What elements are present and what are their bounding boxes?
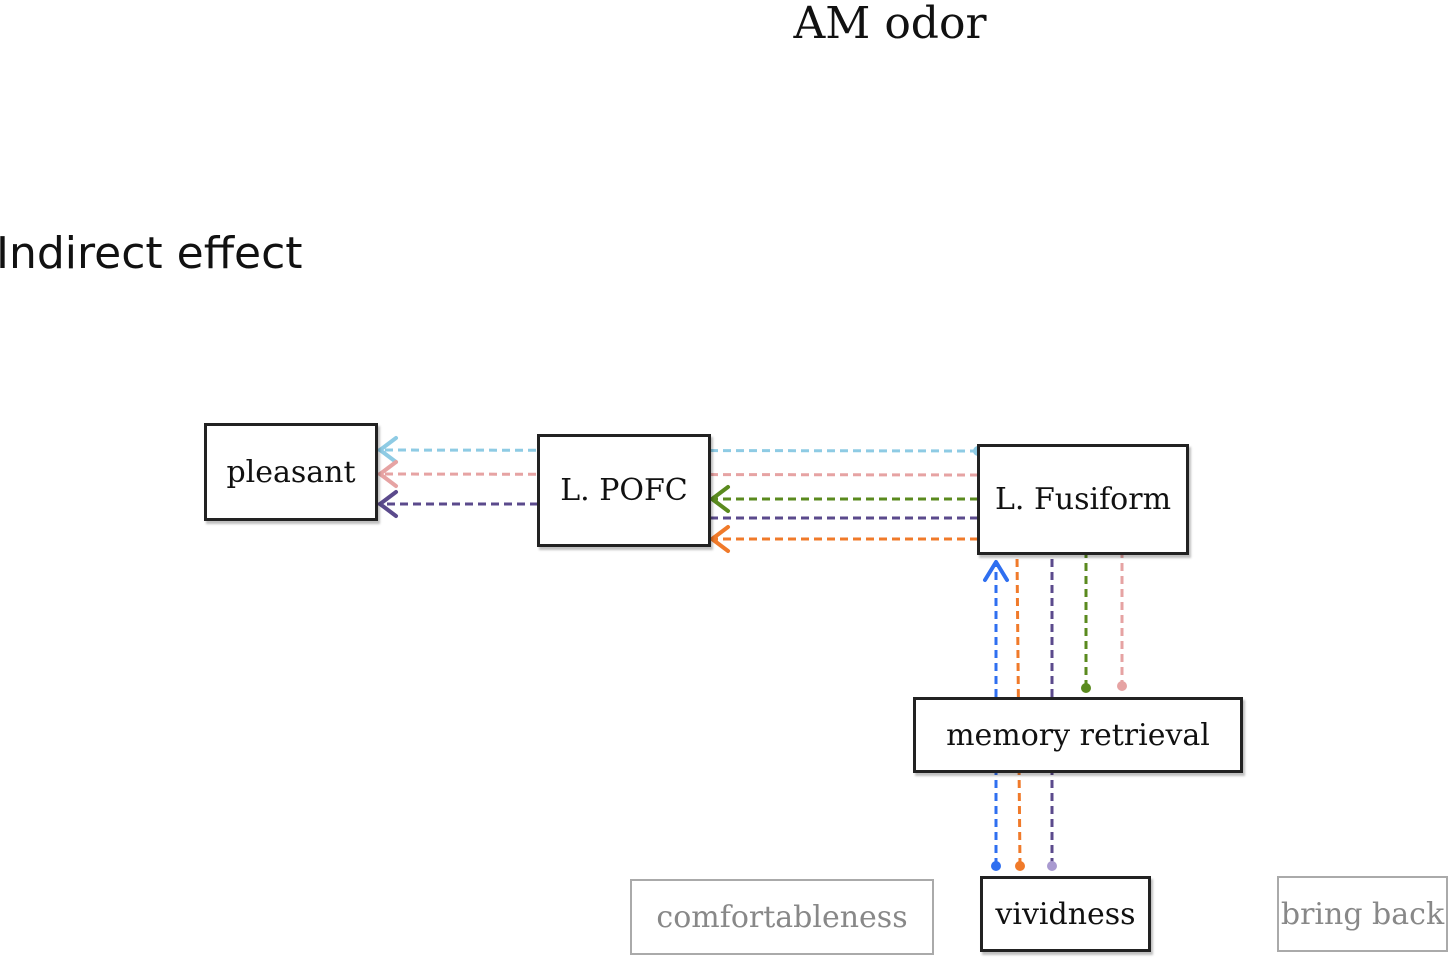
diagram-title: AM odor — [793, 0, 987, 49]
dot-orange — [1015, 861, 1025, 871]
arrowhead-purple — [378, 490, 398, 518]
node-fusiform: L. Fusiform — [977, 444, 1189, 555]
node-pleasant: pleasant — [204, 423, 378, 521]
node-vividness: vividness — [980, 876, 1151, 952]
node-pleasant-label: pleasant — [226, 454, 356, 490]
node-vividness-label: vividness — [995, 896, 1136, 932]
dot-lavender — [1047, 861, 1057, 871]
dot-blue — [991, 861, 1001, 871]
arrowhead-green — [710, 485, 730, 513]
node-fusiform-label: L. Fusiform — [994, 482, 1172, 517]
node-memory-retrieval: memory retrieval — [913, 697, 1243, 773]
node-comfortableness-label: comfortableness — [656, 899, 908, 935]
dot-green — [1081, 683, 1091, 693]
arrowhead-orange — [710, 525, 730, 553]
arrowhead-lightblue — [378, 436, 398, 464]
node-pofc: L. POFC — [537, 434, 711, 547]
diagram-subtitle: Indirect effect — [0, 228, 303, 279]
dot-pink — [1117, 681, 1127, 691]
arrowhead-pink — [378, 460, 398, 488]
node-comfortableness: comfortableness — [630, 879, 934, 955]
node-pofc-label: L. POFC — [560, 473, 688, 508]
arrowhead-blue — [983, 560, 1009, 582]
node-memory-retrieval-label: memory retrieval — [946, 717, 1210, 753]
node-bring-back: bring back — [1277, 876, 1448, 952]
node-bring-back-label: bring back — [1280, 896, 1445, 932]
